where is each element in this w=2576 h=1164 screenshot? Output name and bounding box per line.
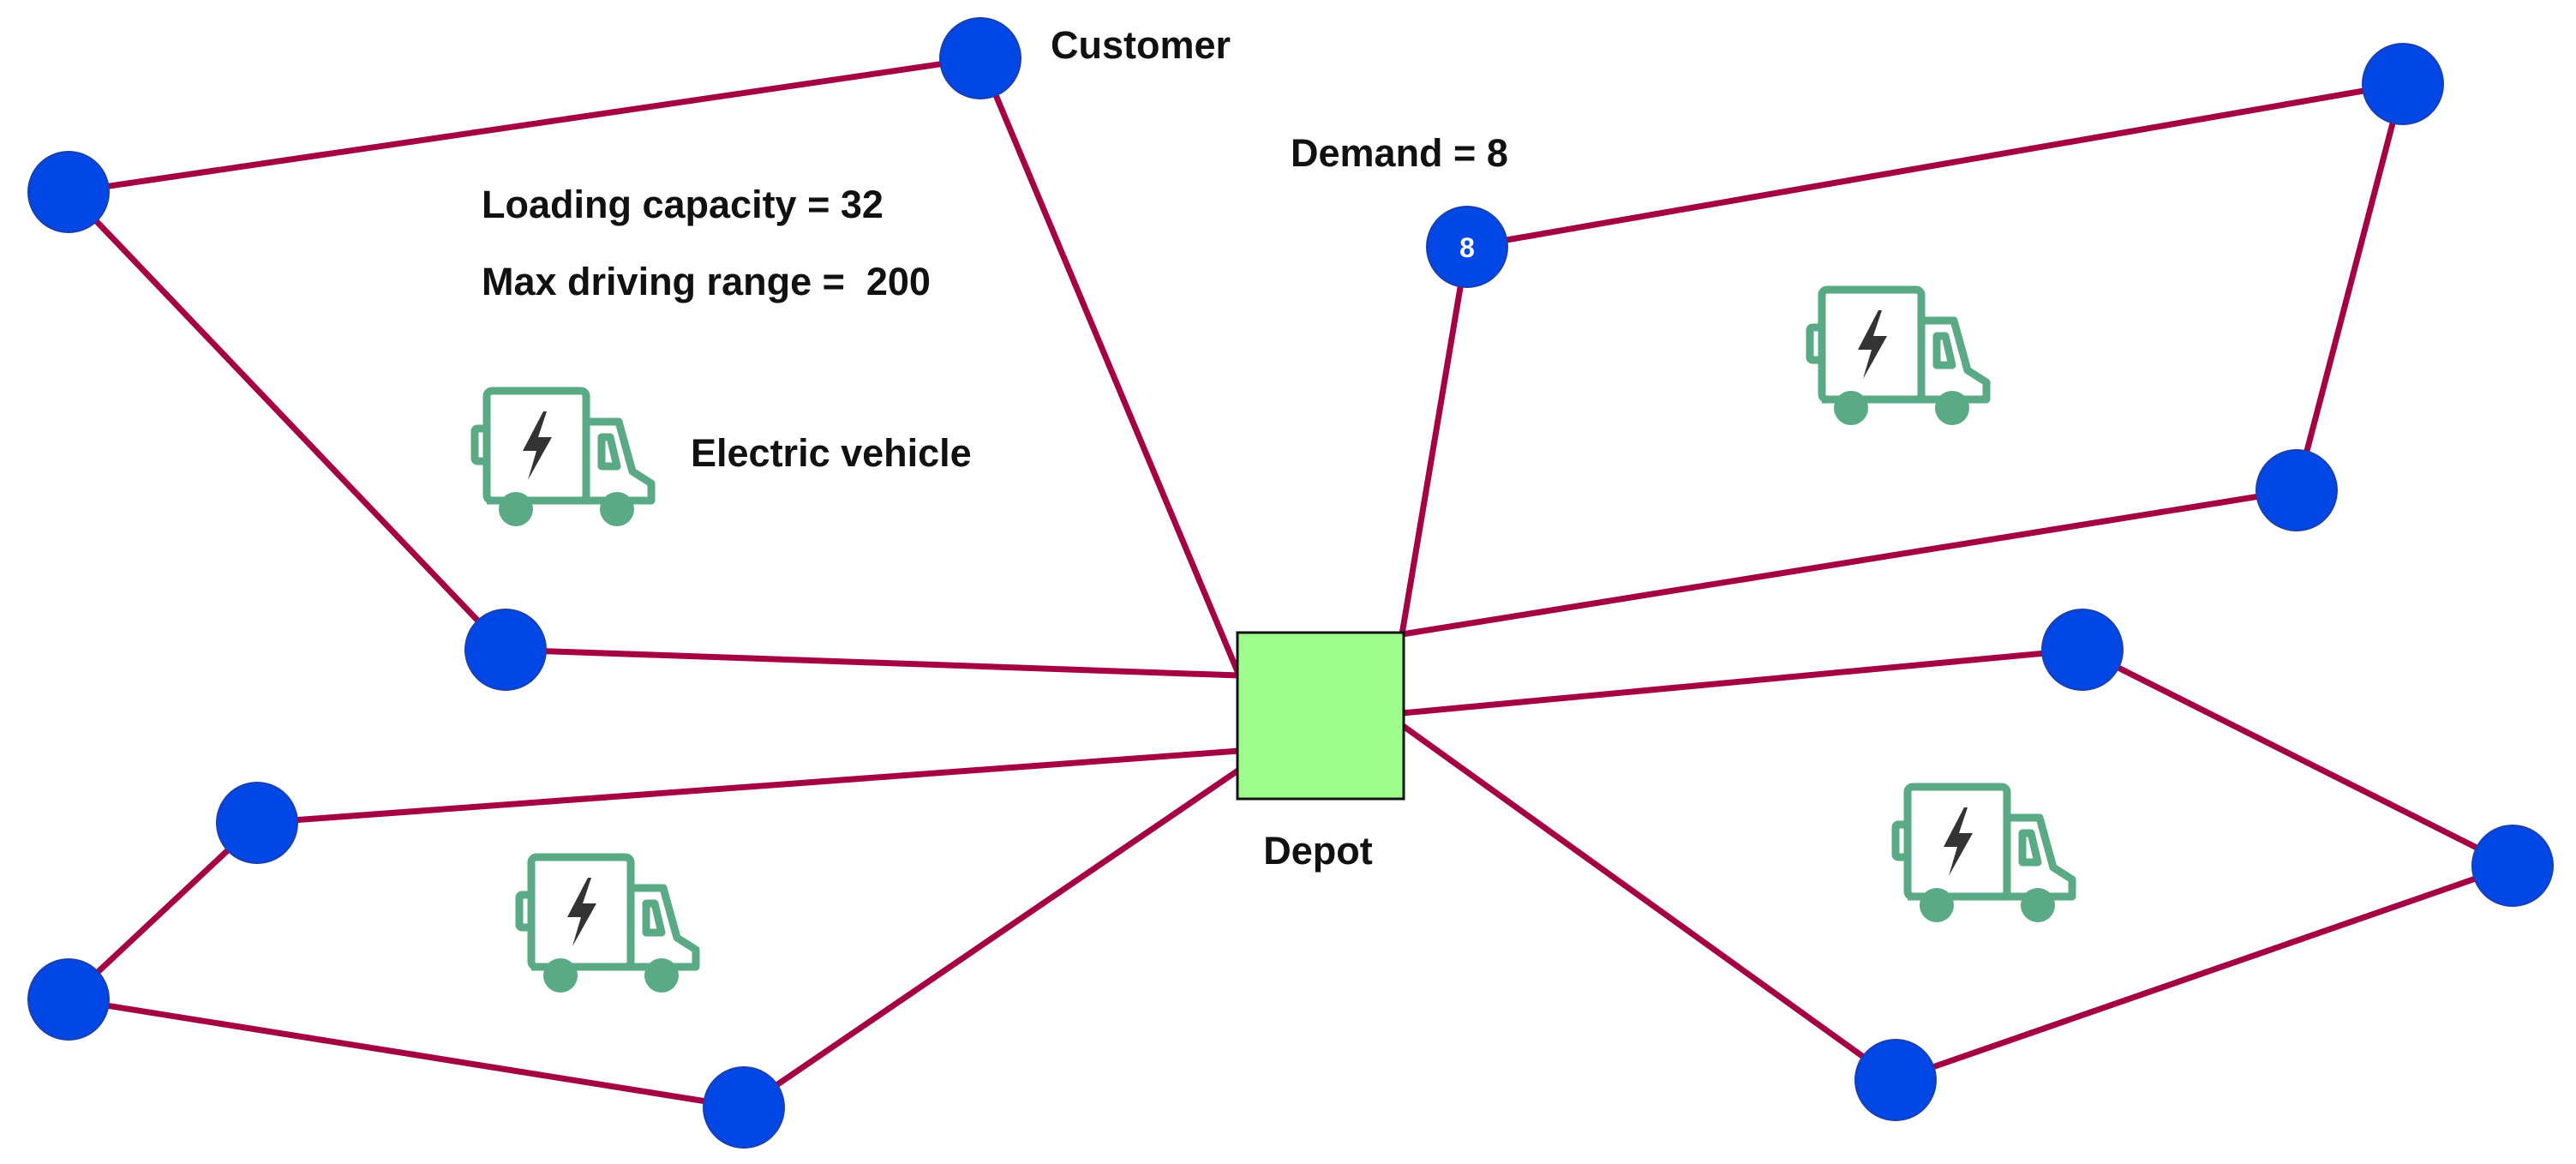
edge [1464, 81, 2406, 250]
edge [1399, 722, 1899, 1083]
edge [65, 819, 261, 1003]
customer-node [2362, 43, 2444, 125]
customer-node [703, 1066, 785, 1149]
customer-node [464, 609, 547, 691]
route-edges [65, 55, 2516, 1111]
customer-node [939, 17, 1021, 99]
depot-node [1236, 631, 1405, 801]
customer-node [27, 958, 110, 1041]
edge [740, 766, 1243, 1111]
customer-node [1854, 1039, 1937, 1121]
electric-truck-icon [475, 391, 651, 526]
electric-truck-icon [1810, 290, 1986, 425]
customer-node [2255, 449, 2338, 531]
customer-node-demand [1426, 206, 1508, 288]
customer-node [216, 782, 298, 864]
edge [1399, 646, 2086, 717]
edge [65, 996, 747, 1111]
electric-truck-icon [519, 857, 696, 993]
customer-node [2471, 825, 2554, 907]
customer-nodes [27, 17, 2554, 1149]
max-driving-range-label: Max driving range = 200 [482, 260, 931, 303]
edge [1399, 487, 2300, 638]
edge [1399, 243, 1471, 638]
demand-value: 8 [1459, 232, 1475, 263]
customer-node [2041, 609, 2124, 691]
edge [1892, 862, 2516, 1083]
edge [65, 189, 509, 653]
demand-label: Demand = 8 [1291, 131, 1508, 175]
electric-vehicle-label: Electric vehicle [691, 431, 972, 475]
loading-capacity-label: Loading capacity = 32 [482, 183, 884, 226]
customer-node [27, 151, 110, 233]
edge [502, 646, 1243, 679]
edge [2079, 646, 2516, 869]
edge [977, 55, 1243, 679]
edge [2293, 81, 2406, 494]
edge [65, 55, 984, 195]
electric-truck-icon [1896, 787, 2072, 922]
depot-label: Depot [1263, 829, 1373, 873]
edge [254, 747, 1243, 826]
customer-label: Customer [1051, 23, 1231, 67]
